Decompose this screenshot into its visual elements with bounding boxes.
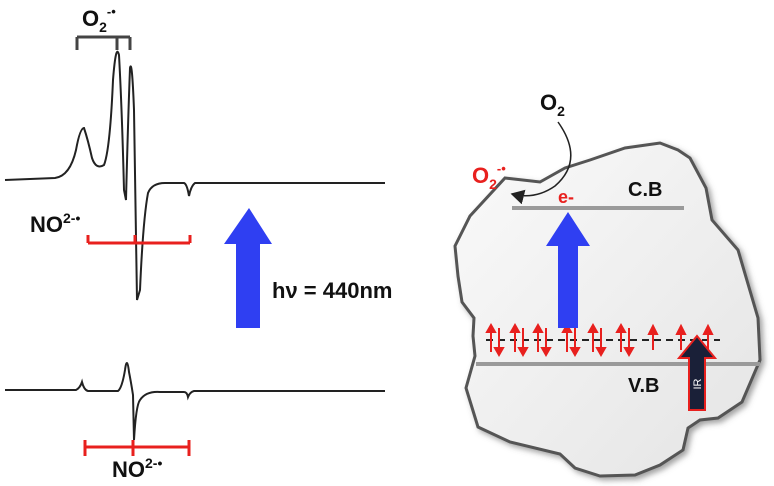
superoxide-label: O2-• — [472, 161, 506, 192]
epr-trace-lower — [5, 362, 385, 441]
electron-spins — [485, 322, 714, 358]
spin-single — [647, 323, 659, 350]
conduction-band-label: C.B — [628, 179, 662, 201]
ir-label: IR — [692, 378, 704, 389]
spin-pair — [561, 322, 581, 358]
excitation-arrow — [224, 208, 272, 328]
no2-label-upper: NO2-• — [30, 210, 80, 237]
band-diagram-panel: C.B V.B — [453, 90, 762, 478]
no2-bracket-upper — [86, 235, 192, 245]
semiconductor-particle — [453, 141, 762, 478]
reduction-arrow — [510, 121, 572, 205]
epr-spectra-panel: O2-• NO2-• NO2-• — [4, 4, 385, 482]
no2-bracket-lower — [83, 440, 191, 456]
spin-pair — [532, 322, 552, 358]
spin-pair — [587, 322, 607, 358]
epr-trace-upper — [4, 50, 385, 301]
no2-label-lower: NO2-• — [112, 455, 162, 482]
spin-pair — [485, 322, 505, 358]
band-excitation-arrow — [546, 212, 590, 328]
spin-single — [675, 323, 687, 350]
valence-band-label: V.B — [628, 375, 660, 397]
o2-superoxide-label: O2-• — [82, 4, 116, 35]
excitation-label: hν = 440nm — [272, 278, 392, 303]
oxygen-label: O2 — [540, 90, 565, 119]
electron-label: e- — [558, 187, 574, 207]
spin-pair — [509, 322, 529, 358]
spin-single — [702, 323, 714, 350]
o2-superoxide-bracket — [75, 35, 132, 50]
ir-arrow: IR — [676, 334, 718, 411]
spin-pair — [615, 322, 635, 358]
